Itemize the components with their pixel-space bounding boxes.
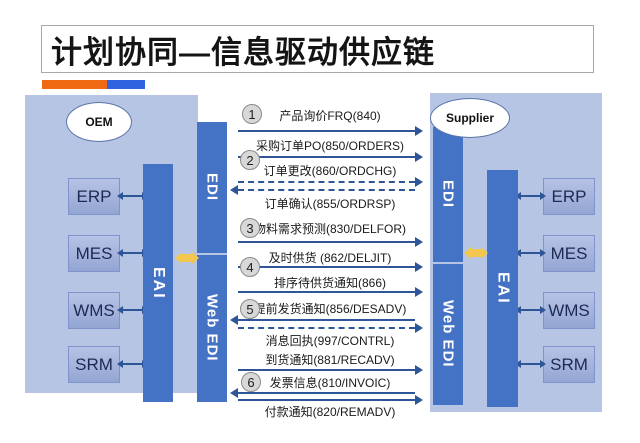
flow-number-badge-1: 1 xyxy=(242,104,262,124)
supplier-edi-bar: EDI Web EDI xyxy=(433,127,463,405)
oem-system-mes: MES xyxy=(68,235,120,272)
accent-blue-bar xyxy=(107,80,145,89)
flow-label-11: 发票信息(810/INVOIC) xyxy=(269,376,391,390)
flow-arrow-11-left xyxy=(230,388,415,398)
flow-number-badge-6: 6 xyxy=(241,372,261,392)
supplier-system-srm: SRM xyxy=(543,346,595,383)
flow-arrow-4-left xyxy=(230,185,415,195)
arrowhead-left-icon xyxy=(230,185,238,195)
oem-system-erp: ERP xyxy=(68,178,120,215)
supplier-system-mes: MES xyxy=(543,235,595,272)
supplier-system-wms: WMS xyxy=(543,292,595,329)
flow-arrow-10-right xyxy=(238,365,423,375)
flow-label-5: 物料需求预测(830/DELFOR) xyxy=(253,222,407,236)
flow-label-7: 排序待供货通知(866) xyxy=(273,276,386,290)
flow-label-12: 付款通知(820/REMADV) xyxy=(264,405,396,419)
flow-arrow-6-right xyxy=(238,262,423,272)
supplier-erp-eai-arrow-icon xyxy=(515,192,546,200)
flow-label-9: 消息回执(997/CONTRL) xyxy=(265,334,395,348)
arrowhead-left-icon xyxy=(230,388,238,398)
supplier-mes-eai-arrow-icon xyxy=(515,249,546,257)
supplier-edi-label: EDI xyxy=(439,180,457,209)
flow-label-3: 订单更改(860/ORDCHG) xyxy=(263,164,397,178)
supplier-entity-label: Supplier xyxy=(445,111,494,125)
arrowhead-right-icon xyxy=(415,262,423,272)
supplier-eai-edi-connector-icon xyxy=(464,247,488,259)
oem-eai-label: EAI xyxy=(150,266,167,300)
supplier-system-erp: ERP xyxy=(543,178,595,215)
oem-oval: OEM xyxy=(66,102,132,142)
flow-label-6: 及时供货 (862/DELJIT) xyxy=(268,251,392,265)
supplier-eai-bar: EAI xyxy=(487,170,518,407)
flow-arrow-8-left xyxy=(230,315,415,325)
flow-label-4: 订单确认(855/ORDRSP) xyxy=(264,197,396,211)
page-title: 计划协同—信息驱动供应链 xyxy=(51,34,435,70)
oem-edi-bar: EDI Web EDI xyxy=(197,122,227,402)
oem-webedi-label: Web EDI xyxy=(203,293,221,362)
arrowhead-right-icon xyxy=(415,177,423,187)
oem-edi-label: EDI xyxy=(203,173,221,202)
flow-arrow-1-right xyxy=(238,126,423,136)
accent-orange-bar xyxy=(42,80,107,89)
flow-label-2: 采购订单PO(850/ORDERS) xyxy=(255,139,405,153)
oem-srm-eai-arrow-icon xyxy=(117,360,148,368)
supplier-wms-eai-arrow-icon xyxy=(515,306,546,314)
oem-erp-eai-arrow-icon xyxy=(117,192,148,200)
oem-webedi-section: Web EDI xyxy=(197,255,227,400)
flow-label-10: 到货通知(881/RECADV) xyxy=(265,353,395,367)
oem-entity-label: OEM xyxy=(85,115,113,129)
title-box: 计划协同—信息驱动供应链 xyxy=(41,25,594,73)
arrowhead-right-icon xyxy=(415,395,423,405)
flow-arrow-12-right xyxy=(238,395,423,405)
flow-arrow-5-right xyxy=(238,237,423,247)
flow-label-8: 提前发货通知(856/DESADV) xyxy=(253,302,407,316)
flow-arrow-2-right xyxy=(238,152,423,162)
supplier-srm-eai-arrow-icon xyxy=(515,360,546,368)
flow-number-badge-5: 5 xyxy=(240,299,260,319)
supplier-webedi-label: Web EDI xyxy=(439,299,457,368)
supplier-eai-label: EAI xyxy=(494,272,512,305)
supplier-edi-section: EDI xyxy=(433,127,463,264)
arrowhead-left-icon xyxy=(230,315,238,325)
flow-label-1: 产品询价FRQ(840) xyxy=(279,109,381,123)
oem-wms-eai-arrow-icon xyxy=(117,306,148,314)
arrowhead-right-icon xyxy=(415,323,423,333)
flow-number-badge-2: 2 xyxy=(240,150,260,170)
oem-eai-bar: EAI xyxy=(143,164,173,402)
oem-eai-edi-connector-icon xyxy=(175,252,199,264)
supplier-oval: Supplier xyxy=(430,98,510,138)
flow-number-badge-3: 3 xyxy=(240,218,260,238)
arrowhead-right-icon xyxy=(415,152,423,162)
flow-arrow-9-right xyxy=(238,323,423,333)
arrowhead-right-icon xyxy=(415,365,423,375)
oem-system-wms: WMS xyxy=(68,292,120,329)
oem-mes-eai-arrow-icon xyxy=(117,249,148,257)
oem-edi-section: EDI xyxy=(197,122,227,255)
flow-number-badge-4: 4 xyxy=(240,257,260,277)
arrowhead-right-icon xyxy=(415,237,423,247)
arrowhead-right-icon xyxy=(415,126,423,136)
arrowhead-right-icon xyxy=(415,287,423,297)
supplier-webedi-section: Web EDI xyxy=(433,264,463,403)
flow-arrow-7-right xyxy=(238,287,423,297)
flow-arrow-3-right xyxy=(238,177,423,187)
oem-system-srm: SRM xyxy=(68,346,120,383)
